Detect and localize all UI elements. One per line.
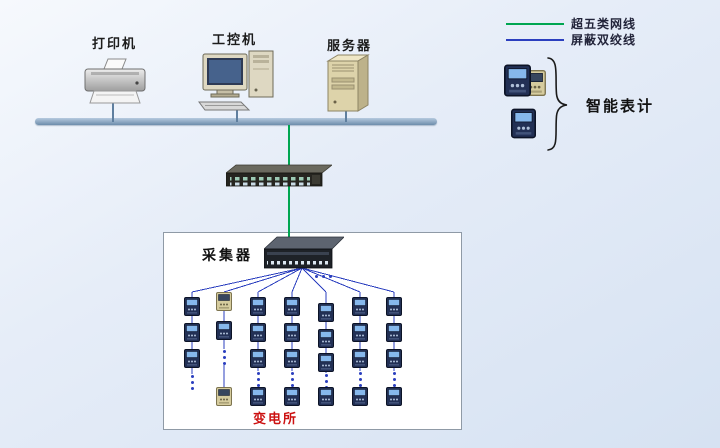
smart-meter-icon-2 bbox=[511, 108, 536, 139]
legend-row-stp: 屏蔽双绞线 bbox=[506, 32, 636, 47]
ellipsis-dots-horizontal bbox=[315, 275, 332, 278]
printer-label: 打印机 bbox=[92, 36, 138, 51]
industrial-pc-label: 工控机 bbox=[212, 32, 258, 47]
server-icon bbox=[326, 54, 370, 112]
substation-label: 变电所 bbox=[253, 411, 299, 426]
collector-icon bbox=[264, 236, 344, 269]
cat5e-label: 超五类网线 bbox=[571, 17, 637, 31]
ethernet-bus bbox=[35, 118, 437, 125]
printer-icon bbox=[84, 58, 146, 104]
server-label: 服务器 bbox=[327, 38, 373, 53]
legend-row-cat5e: 超五类网线 bbox=[506, 16, 636, 31]
stp-label: 屏蔽双绞线 bbox=[571, 33, 637, 47]
brace-icon bbox=[547, 57, 568, 151]
computer-icon bbox=[198, 50, 274, 111]
smart-meter-icon-1 bbox=[504, 64, 531, 97]
legend: 超五类网线 屏蔽双绞线 bbox=[506, 16, 636, 48]
cat5e-line-swatch bbox=[506, 22, 564, 25]
smart-meters-label: 智能表计 bbox=[586, 98, 655, 115]
stp-line-swatch bbox=[506, 38, 564, 41]
switch-icon bbox=[226, 164, 332, 187]
collector-label: 采集器 bbox=[202, 247, 253, 263]
